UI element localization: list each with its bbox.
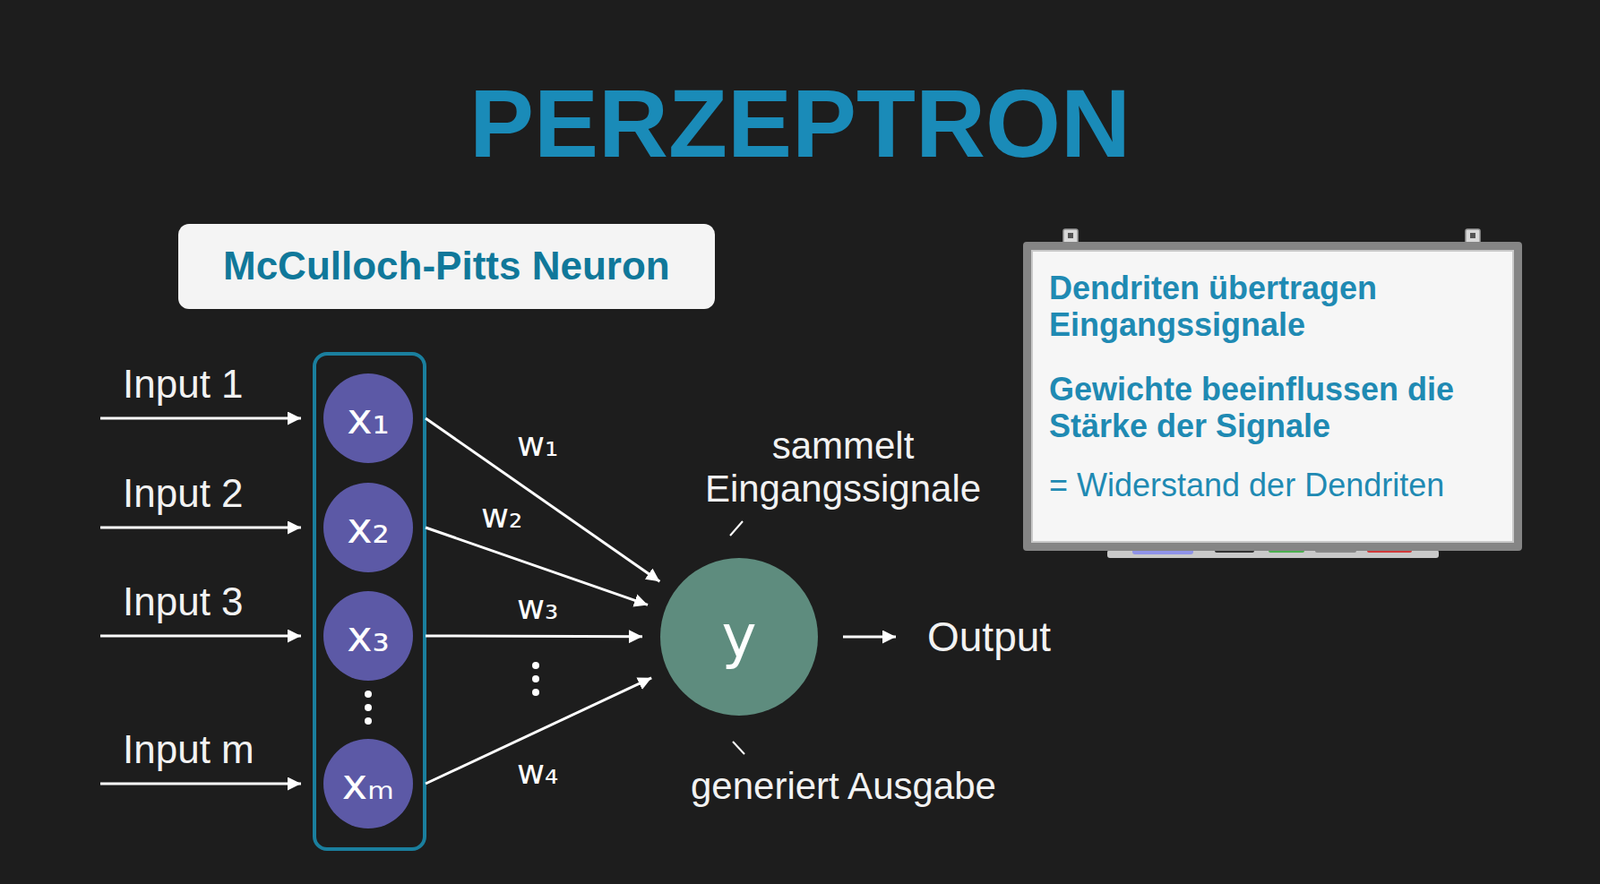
neuron-symbol: x₂ <box>346 506 390 550</box>
ellipsis-dot <box>364 717 372 725</box>
leader-line <box>730 521 743 536</box>
weight-arrow <box>425 635 643 639</box>
note-text: Dendriten übertragen Eingangssignale <box>1049 269 1500 345</box>
board-pin-hole <box>1067 232 1074 239</box>
input-label: Input 3 <box>122 579 244 626</box>
model-name-box: McCulloch-Pitts Neuron <box>178 223 715 310</box>
ellipsis-dot <box>532 662 540 670</box>
diagram-title: PERZEPTRON <box>0 75 1600 173</box>
box-title: McCulloch-Pitts Neuron <box>223 243 671 290</box>
annotation: sammelt Eingangssignale <box>681 424 1005 512</box>
input-neuron: x₃ <box>323 591 413 681</box>
neuron-circle <box>323 739 413 829</box>
weight-arrow <box>425 418 660 582</box>
ellipsis-dot <box>532 688 540 697</box>
neuron-symbol: x₃ <box>346 614 390 658</box>
note-text: Gewichte beeinflussen die Stärke der Sig… <box>1049 370 1500 446</box>
input-arrow <box>100 417 302 421</box>
whiteboard-note: Dendriten übertragen EingangssignaleGewi… <box>1023 241 1523 551</box>
input-arrow <box>100 635 302 638</box>
output-label: Output <box>927 613 1051 662</box>
weight-label: w₄ <box>515 755 560 790</box>
ellipsis-dot <box>532 675 540 683</box>
input-label: Input m <box>122 727 255 774</box>
weight-label: w₁ <box>515 427 560 462</box>
ellipsis-dot <box>364 704 372 712</box>
neuron-circle <box>660 558 818 716</box>
neuron-circle <box>323 591 413 681</box>
weight-label: w₂ <box>479 498 525 534</box>
neuron-symbol: y <box>721 607 757 667</box>
input-neuron: x₂ <box>323 482 413 573</box>
neuron-circle <box>323 482 413 573</box>
input-layer-frame <box>314 353 425 850</box>
output-arrow <box>843 636 896 639</box>
neuron-symbol: x₁ <box>346 396 390 440</box>
output-neuron: y <box>660 558 818 716</box>
annotation: generiert Ausgabe <box>690 765 997 809</box>
neuron-symbol: xₘ <box>342 762 395 806</box>
input-label: Input 2 <box>122 471 244 517</box>
ellipsis-dot <box>364 690 372 698</box>
input-neuron: xₘ <box>323 739 413 829</box>
input-arrow <box>100 782 302 786</box>
note-text: = Widerstand der Dendriten <box>1049 466 1500 504</box>
leader-line <box>732 741 745 755</box>
weight-label: w₃ <box>515 590 560 625</box>
input-label: Input 1 <box>122 361 244 408</box>
neuron-circle <box>323 373 413 464</box>
board-pin-hole <box>1470 232 1476 239</box>
input-neuron: x₁ <box>323 373 413 464</box>
input-arrow <box>100 526 302 530</box>
